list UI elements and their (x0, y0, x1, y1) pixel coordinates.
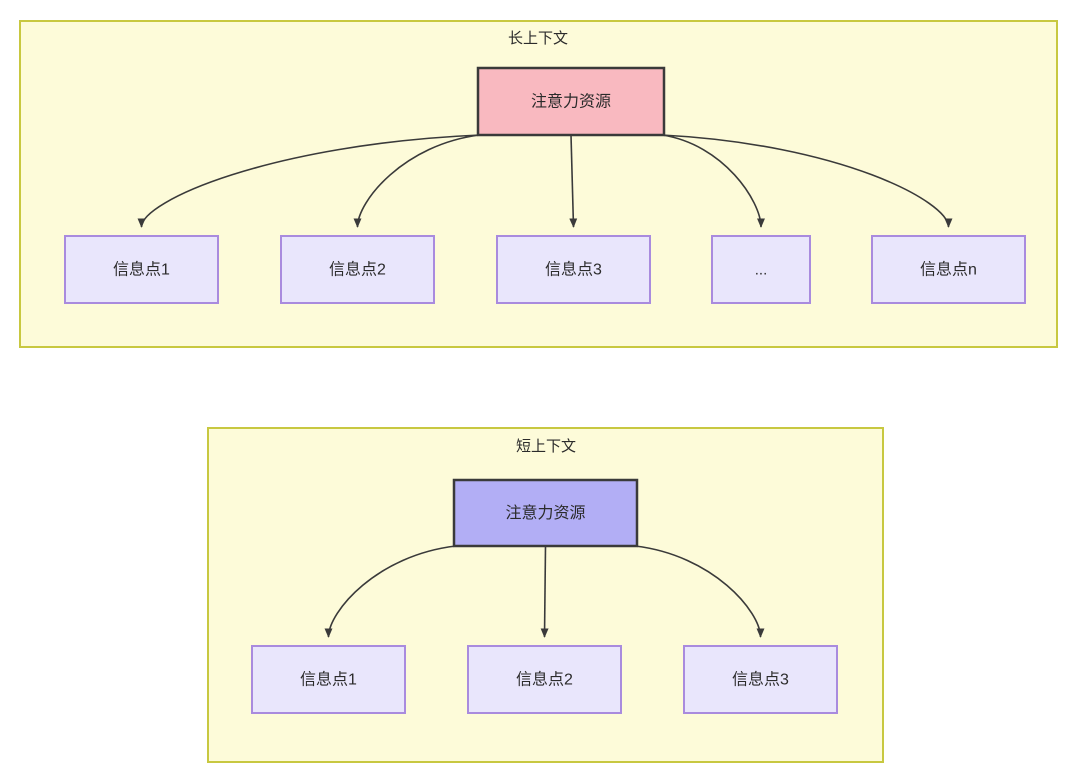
node-info-point-2 (280, 235, 435, 304)
node-label-info-point-2: 信息点2 (329, 261, 386, 279)
edge-root-to-child-2 (353, 134, 481, 228)
panel-title-short-context: 短上下文 (516, 438, 576, 455)
node-label-info-point-1: 信息点1 (300, 671, 357, 689)
edge-root-to-child-4 (661, 134, 765, 228)
node-label-info-point-3: 信息点3 (545, 261, 602, 279)
node-attention-resource (452, 478, 639, 548)
edge-root-to-child-2 (540, 545, 549, 638)
panel-title-long-context: 长上下文 (508, 30, 568, 47)
node-info-point-4 (711, 235, 811, 304)
node-attention-resource (476, 66, 666, 137)
node-info-point-3 (496, 235, 651, 304)
node-label-info-point-5: 信息点n (920, 261, 977, 279)
node-label-info-point-1: 信息点1 (113, 261, 170, 279)
edge-root-to-child-3 (569, 134, 578, 228)
node-info-point-2 (467, 645, 622, 714)
node-label-info-point-3: 信息点3 (732, 671, 789, 689)
edge-root-to-child-1 (137, 134, 481, 228)
edge-root-to-child-5 (661, 134, 953, 228)
node-label-attention-resource: 注意力资源 (531, 92, 611, 111)
node-info-point-1 (251, 645, 406, 714)
node-label-info-point-4: ... (755, 261, 768, 278)
node-info-point-5 (871, 235, 1026, 304)
node-label-attention-resource: 注意力资源 (505, 503, 585, 522)
node-label-info-point-2: 信息点2 (516, 671, 573, 689)
node-info-point-1 (64, 235, 219, 304)
node-info-point-3 (683, 645, 838, 714)
edge-root-to-child-3 (634, 545, 765, 638)
edge-root-to-child-1 (324, 545, 457, 638)
